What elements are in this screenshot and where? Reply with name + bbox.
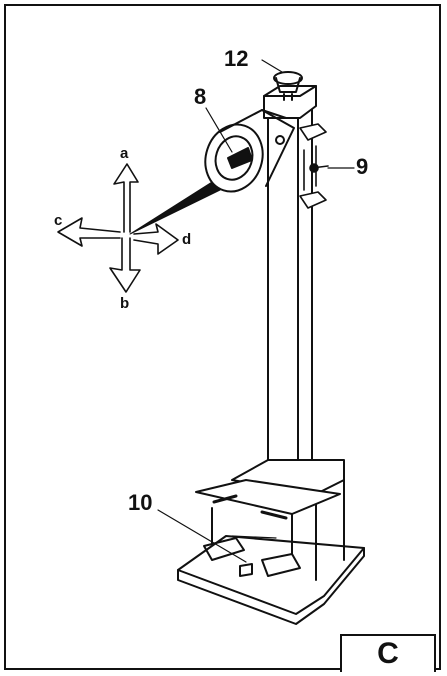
figure-label-box: C	[340, 634, 436, 672]
leader-8	[205, 107, 233, 153]
sensor-head	[204, 109, 295, 193]
leader-10	[157, 509, 247, 563]
figure-label: C	[377, 637, 399, 670]
direction-b: b	[120, 295, 130, 312]
callout-8: 8	[194, 84, 207, 109]
callout-12: 12	[224, 46, 249, 71]
direction-a: a	[120, 145, 129, 162]
callout-9: 9	[356, 154, 369, 179]
side-clamps	[299, 123, 329, 209]
leader-12	[261, 59, 283, 73]
direction-d: d	[182, 231, 192, 248]
callout-10: 10	[128, 490, 153, 515]
direction-c: c	[54, 212, 63, 229]
base-housing	[177, 459, 365, 625]
pointer-line	[129, 181, 221, 235]
figure-frame	[4, 4, 441, 670]
direction-cross	[57, 163, 179, 293]
